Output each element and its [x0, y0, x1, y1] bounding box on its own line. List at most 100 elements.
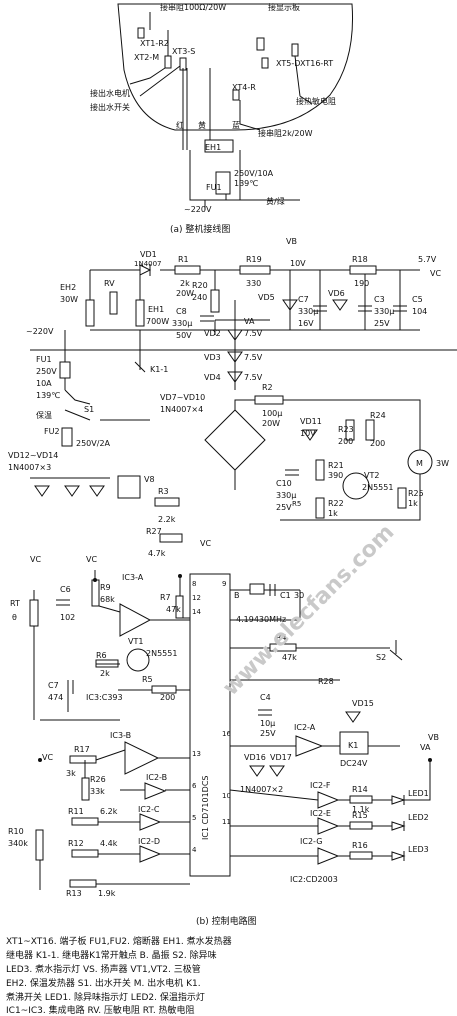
label-c5-val: 104 — [412, 307, 427, 316]
caption-b: (b) 控制电路图 — [196, 915, 257, 927]
label-r6: R6 — [96, 651, 107, 660]
terminal-display — [256, 37, 265, 51]
label-vd5: VD5 — [258, 293, 275, 302]
part-a-wiring: 接串阻100Ω/20W 接显示板 XT1-R2 XT2-M XT3-S XT5-… — [90, 2, 353, 235]
vd12-14-diodes — [30, 477, 110, 497]
label-fu1-v: 250V — [36, 367, 57, 376]
label-vd15: VD15 — [352, 699, 374, 708]
v8-speaker — [117, 475, 141, 499]
label-r16: R16 — [352, 841, 368, 850]
label-c3: C3 — [374, 295, 385, 304]
label-vt1-t: 2N5551 — [146, 649, 177, 658]
r14-resistor — [349, 795, 373, 804]
label-eh1: EH1 — [148, 305, 164, 314]
label-mains: ~220V — [184, 205, 212, 214]
label-c3-v: 25V — [374, 319, 390, 328]
ic1-chip — [189, 573, 231, 877]
label-vd3: VD3 — [204, 353, 221, 362]
label-r19: R19 — [246, 255, 262, 264]
label-s1: S1 — [84, 405, 94, 414]
label-r2: R2 — [262, 383, 273, 392]
pin-11: 11 — [222, 818, 231, 826]
label-va-out: VA — [420, 743, 431, 752]
label-vc1: VC — [30, 555, 41, 564]
label-c5: C5 — [412, 295, 423, 304]
r11-resistor — [71, 817, 99, 826]
label-r5-tag: R5 — [292, 500, 301, 508]
label-r20: R20 — [192, 281, 208, 290]
ic3a-opamp — [119, 603, 152, 637]
r12-resistor — [71, 849, 99, 858]
label-led3: LED3 — [408, 845, 429, 854]
label-r13-val: 1.9k — [98, 889, 116, 898]
label-fu1-t: 139℃ — [36, 391, 60, 400]
ic2g-inverter — [317, 847, 340, 865]
label-vt2-t: 2N5551 — [362, 483, 393, 492]
cap-c4 — [258, 709, 272, 716]
label-vd3-v: 7.5V — [244, 353, 263, 362]
legend-line: 煮沸开关 LED1. 除异味指示灯 LED2. 保温指示灯 — [6, 991, 205, 1003]
bridge-rectifier — [204, 399, 300, 490]
legend-line: 继电器 K1-1. 继电器K1常开触点 B. 晶振 S2. 除异味 — [6, 949, 217, 961]
label-vd2-v: 7.5V — [244, 329, 263, 338]
r9-resistor — [91, 579, 100, 607]
label-c8: C8 — [176, 307, 187, 316]
label-r27: R27 — [146, 527, 162, 536]
vd11-zener — [302, 429, 318, 441]
label-vc2: VC — [86, 555, 97, 564]
label-vt1: VT1 — [128, 637, 143, 646]
label-ic3: IC3:C393 — [86, 693, 123, 702]
label-r6-val: 2k — [100, 669, 110, 678]
pin-13: 13 — [192, 750, 201, 758]
label-c7b-val: 474 — [48, 693, 63, 702]
label-xt3: XT3-S — [172, 47, 195, 56]
label-xt2: XT2-M — [134, 53, 159, 62]
label-r21: R21 — [328, 461, 344, 470]
label-mains-b: ~220V — [26, 327, 54, 336]
ic2a-inverter — [295, 735, 324, 757]
label-red: 红 — [176, 120, 184, 130]
label-c7b: C7 — [48, 681, 59, 690]
label-c8-val: 330μ — [172, 319, 192, 328]
label-vd11-v: 10V — [300, 429, 316, 438]
label-fuse-temp: 139℃ — [234, 179, 258, 188]
label-b: B — [234, 591, 240, 600]
pin-8: 8 — [192, 580, 196, 588]
label-k11: K1-1 — [150, 365, 168, 374]
part-b-power: VD1 1N4007 R1 2k 20W R19 330 VB 10V R18 … — [8, 237, 457, 558]
label-r10-val: 340k — [8, 839, 28, 848]
label-r23-val: 200 — [338, 437, 353, 446]
label-eh1-w: 700W — [146, 317, 169, 326]
label-c10: C10 — [276, 479, 292, 488]
fu1-block — [215, 171, 231, 195]
pin-5: 5 — [192, 814, 196, 822]
r1-resistor — [174, 265, 201, 275]
label-motor-w: 3W — [436, 459, 449, 468]
r3-resistor — [154, 497, 180, 507]
k1-relay — [339, 731, 369, 755]
ic3b-opamp — [124, 741, 160, 775]
led3 — [391, 851, 406, 861]
label-xt1: XT1-R2 — [140, 39, 169, 48]
label-thermistor: 接热敏电阻 — [296, 96, 336, 106]
label-fu1-b: FU1 — [36, 355, 52, 364]
cap-c7b — [67, 680, 74, 694]
label-eh1: EH1 — [205, 143, 221, 152]
label-r1-val: 2k — [180, 279, 190, 288]
label-r5-val: 200 — [160, 693, 175, 702]
legend-line: LED3. 煮水指示灯 VS. 扬声器 VT1,VT2. 三极管 — [6, 963, 201, 975]
label-c4-v: 25V — [260, 729, 276, 738]
label-c7-top: C7 — [298, 295, 309, 304]
label-r7: R7 — [160, 593, 171, 602]
eh1-block — [204, 139, 234, 153]
r19-resistor — [239, 265, 271, 275]
label-r14-val: 1.1k — [352, 805, 370, 814]
label-vd1: VD1 — [140, 250, 157, 259]
label-rv: RV — [104, 279, 115, 288]
label-r17-val: 3k — [66, 769, 76, 778]
r22-resistor — [315, 497, 325, 519]
label-display-board: 接显示板 — [268, 2, 300, 12]
cap-c6 — [56, 599, 70, 606]
label-r27-val: 4.7k — [148, 549, 166, 558]
label-r4: R4 — [276, 633, 287, 642]
